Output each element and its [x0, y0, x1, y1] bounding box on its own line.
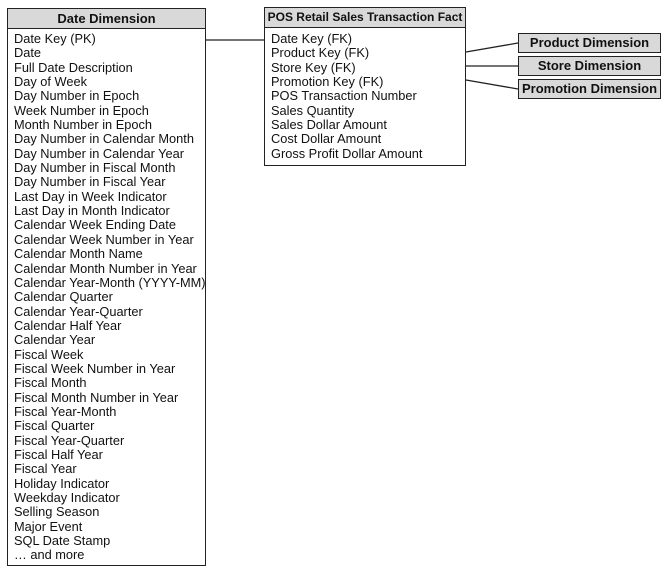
date-attribute-row: Calendar Year-Month (YYYY-MM)	[14, 274, 206, 290]
fact-attribute-row: Cost Dollar Amount	[271, 131, 382, 147]
date-attribute-row: Day Number in Fiscal Year	[14, 174, 166, 190]
date-attribute-row: … and more	[14, 547, 85, 563]
date-attribute-row: Last Day in Month Indicator	[14, 203, 170, 219]
date-attribute-row: Calendar Month Name	[14, 246, 143, 262]
fact-attribute-row: Product Key (FK)	[271, 45, 370, 61]
fact-table-attributes: Date Key (FK)Product Key (FK)Store Key (…	[265, 28, 465, 161]
date-attribute-row: Day Number in Calendar Month	[14, 131, 194, 147]
fact-attribute-row: Date Key (FK)	[271, 31, 353, 46]
date-dimension-title: Date Dimension	[8, 9, 205, 29]
date-attribute-row: Calendar Half Year	[14, 317, 122, 333]
date-attribute-row: Month Number in Epoch	[14, 117, 152, 133]
date-attribute-row: Fiscal Year-Quarter	[14, 432, 125, 448]
promotion-dimension-box: Promotion Dimension	[518, 79, 661, 99]
fact-attribute-row: Sales Dollar Amount	[271, 117, 387, 133]
date-attribute-row: Calendar Year	[14, 332, 96, 348]
date-attribute-row: Calendar Month Number in Year	[14, 260, 197, 276]
date-attribute-row: Fiscal Half Year	[14, 446, 103, 462]
date-attribute-row: Day Number in Calendar Year	[14, 145, 185, 161]
date-attribute-row: Calendar Quarter	[14, 289, 113, 305]
date-attribute-row: Fiscal Year-Month	[14, 403, 117, 419]
date-attribute-row: Date Key (PK)	[14, 31, 96, 46]
date-attribute-row: Day of Week	[14, 74, 88, 90]
date-attribute-row: Fiscal Week Number in Year	[14, 360, 176, 376]
date-attribute-row: SQL Date Stamp	[14, 533, 111, 549]
date-attribute-row: Fiscal Week	[14, 346, 84, 362]
fact-to-product-line	[465, 42, 519, 53]
date-attribute-row: Holiday Indicator	[14, 475, 110, 491]
date-attribute-row: Selling Season	[14, 504, 100, 520]
fact-attribute-row: Sales Quantity	[271, 102, 355, 118]
fact-table-title: POS Retail Sales Transaction Fact	[265, 8, 465, 28]
fact-attribute-row: POS Transaction Number	[271, 88, 417, 104]
date-attribute-row: Calendar Year-Quarter	[14, 303, 143, 319]
store-dimension-box: Store Dimension	[518, 56, 661, 76]
date-attribute-row: Week Number in Epoch	[14, 102, 149, 118]
date-attribute-row: Calendar Week Ending Date	[14, 217, 176, 233]
fact-attribute-row: Gross Profit Dollar Amount	[271, 145, 423, 161]
date-attribute-row: Date	[14, 45, 42, 61]
product-dimension-box: Product Dimension	[518, 33, 661, 53]
date-attribute-row: Day Number in Epoch	[14, 88, 140, 104]
fact-table: POS Retail Sales Transaction Fact Date K…	[264, 7, 466, 166]
date-attribute-row: Full Date Description	[14, 59, 133, 75]
date-attribute-row: Calendar Week Number in Year	[14, 231, 194, 247]
date-attribute-row: Fiscal Quarter	[14, 418, 95, 434]
date-attribute-row: Fiscal Year	[14, 461, 77, 477]
date-attribute-row: Fiscal Month	[14, 375, 87, 391]
date-attribute-row: Weekday Indicator	[14, 490, 120, 505]
date-attribute-row: Fiscal Month Number in Year	[14, 389, 179, 405]
date-attribute-row: Last Day in Week Indicator	[14, 188, 167, 204]
fact-attribute-row: Store Key (FK)	[271, 59, 356, 75]
fact-to-promotion-line	[465, 79, 519, 90]
fact-attribute-row: Promotion Key (FK)	[271, 74, 384, 90]
date-attribute-row: Day Number in Fiscal Month	[14, 160, 176, 176]
date-attribute-row: Major Event	[14, 518, 83, 534]
